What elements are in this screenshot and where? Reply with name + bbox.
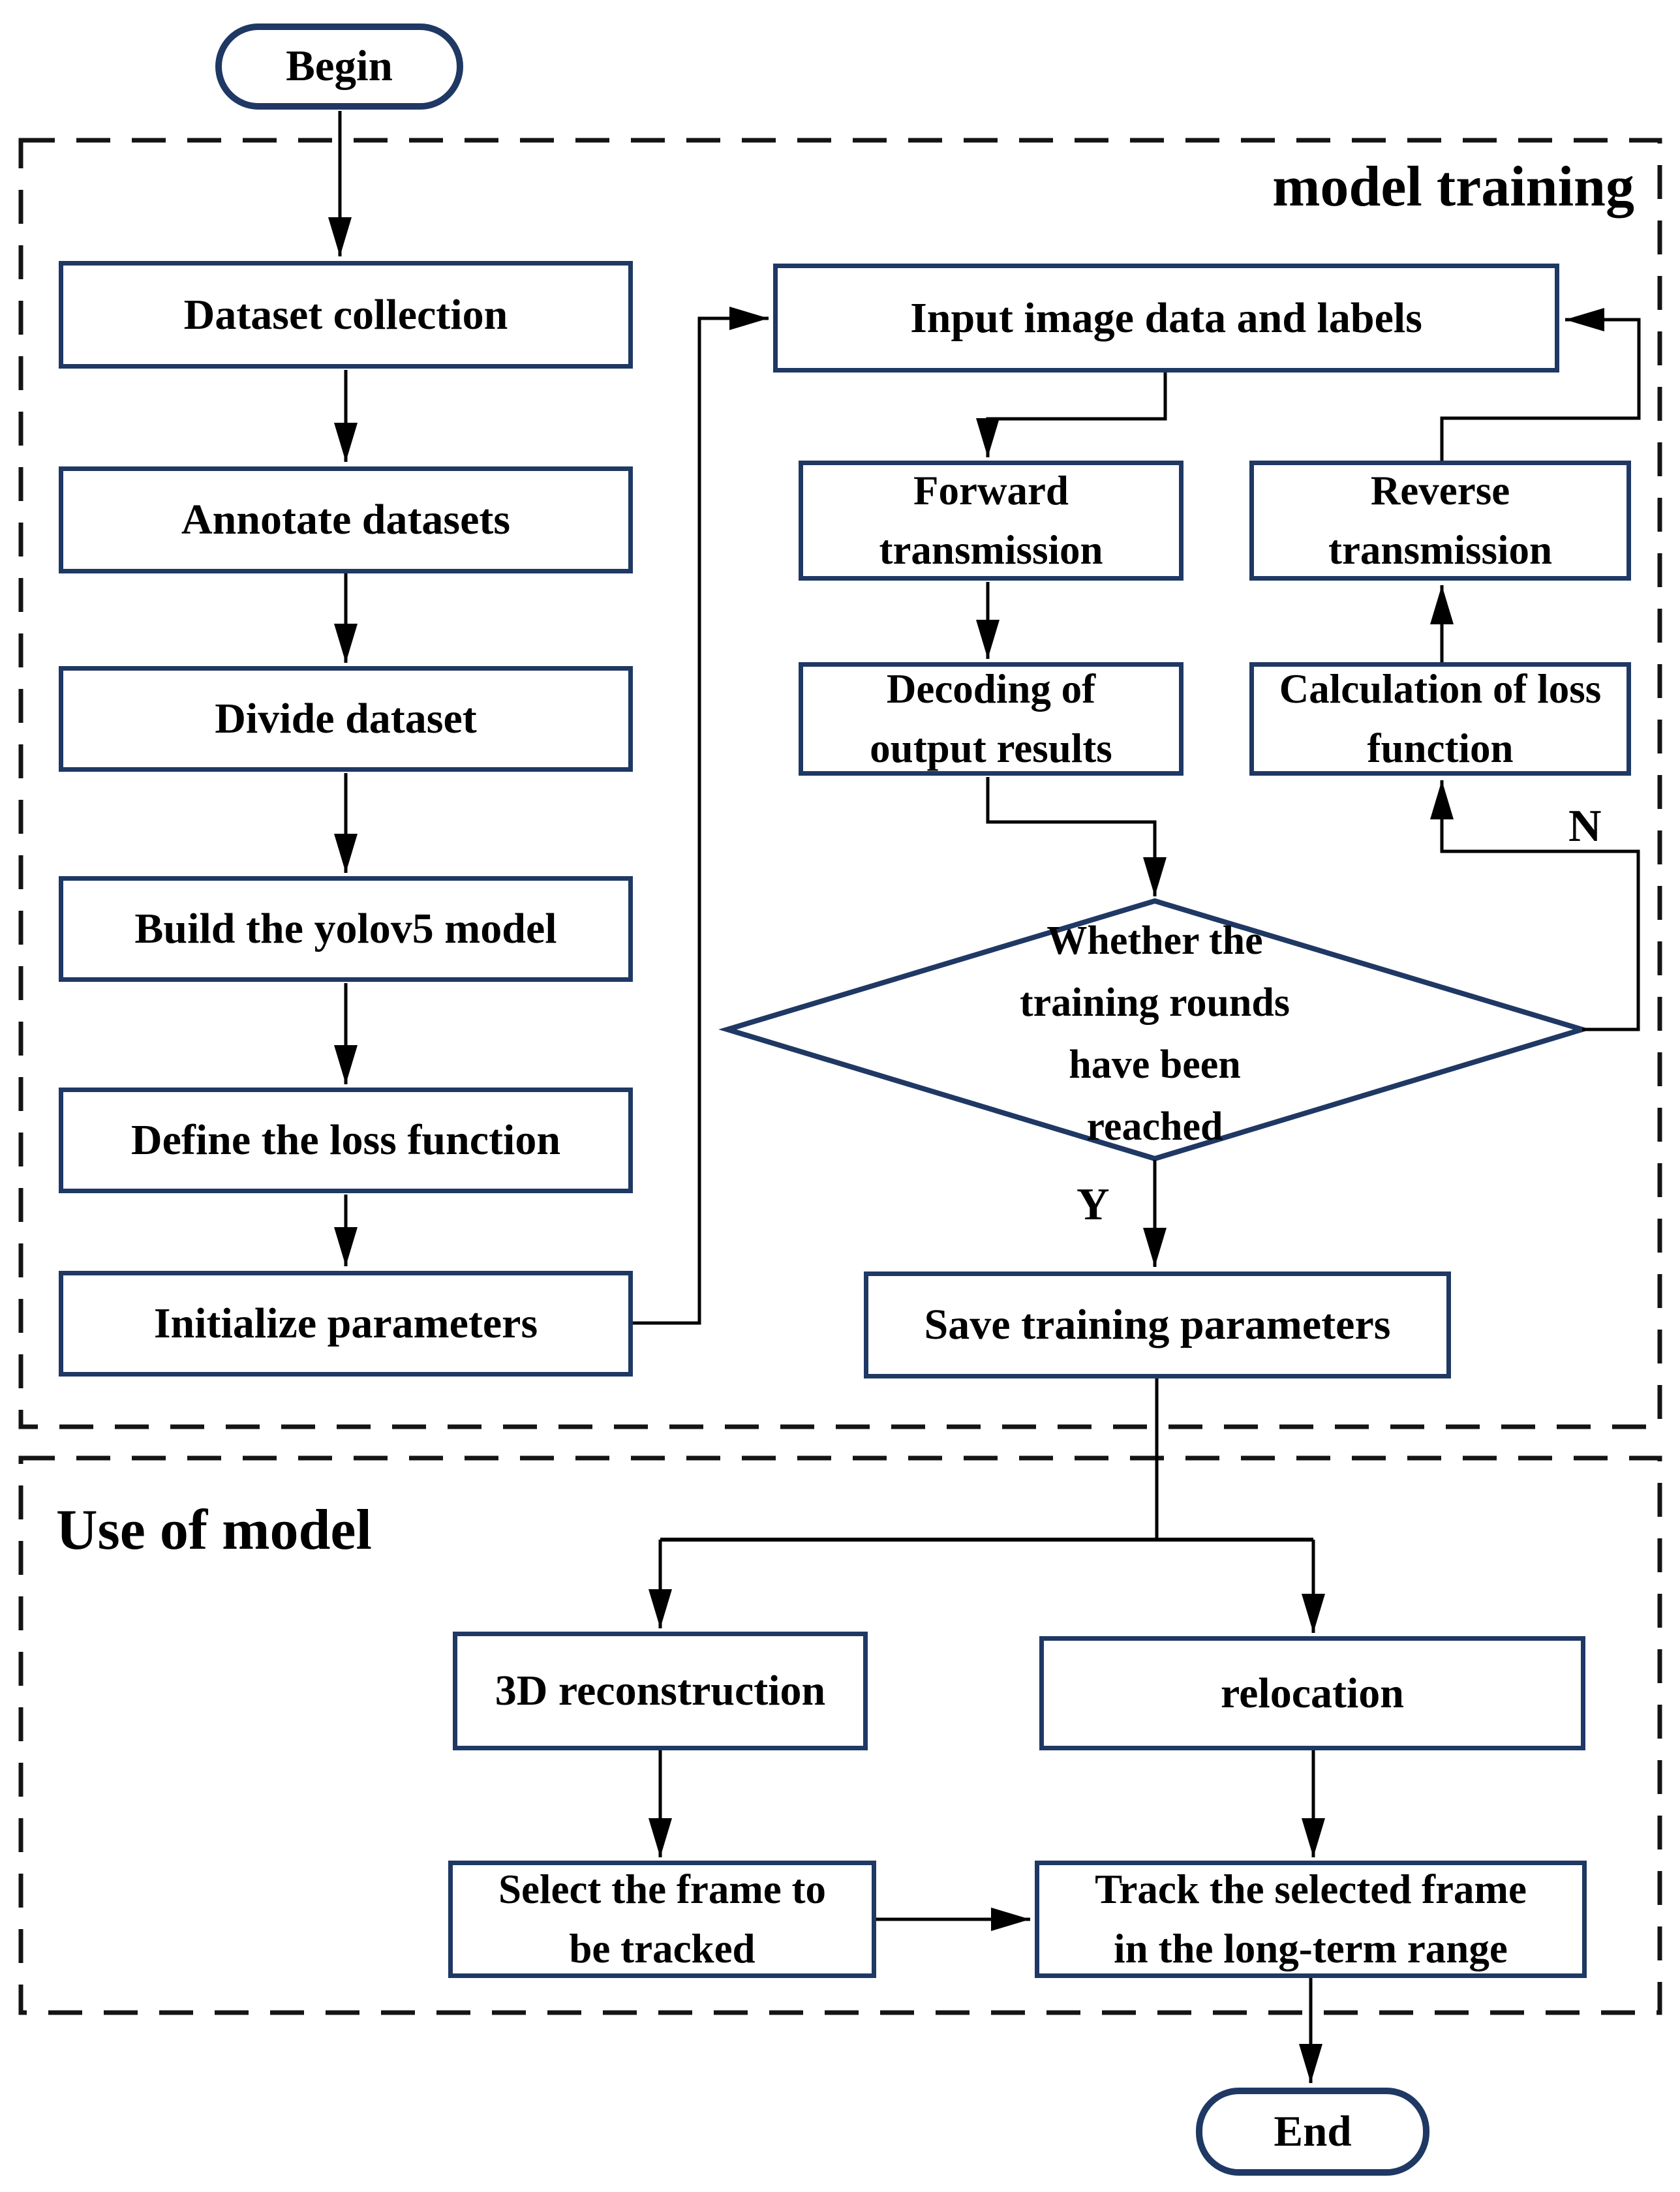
connector-input-to-forward — [976, 373, 1167, 457]
begin-terminal: Begin — [215, 23, 463, 110]
node-3d-reconstruction: 3D reconstruction — [453, 1632, 868, 1750]
connector-decoding-to-decision — [986, 777, 1167, 896]
model-training-section-label: model training — [1272, 155, 1634, 219]
node-input-image-data: Input image data and labels — [773, 264, 1559, 373]
branch-label-no: N — [1568, 801, 1602, 851]
node-dataset-collection: Dataset collection — [59, 261, 633, 369]
node-reverse-transmission: Reverse transmission — [1249, 461, 1631, 581]
end-terminal: End — [1196, 2088, 1429, 2176]
use-of-model-section-label: Use of model — [56, 1499, 372, 1562]
node-build-yolov5-model: Build the yolov5 model — [59, 876, 633, 982]
node-calculation-loss: Calculation of loss function — [1249, 662, 1631, 776]
connector-decision-no-to-calculation — [1430, 780, 1640, 1031]
node-forward-transmission: Forward transmission — [799, 461, 1184, 581]
node-relocation: relocation — [1039, 1636, 1585, 1750]
node-divide-dataset: Divide dataset — [59, 666, 633, 772]
node-track-frame: Track the selected frame in the long-ter… — [1035, 1861, 1587, 1978]
node-save-training-parameters: Save training parameters — [864, 1271, 1451, 1378]
node-decoding-output: Decoding of output results — [799, 662, 1184, 776]
connector-init-to-input — [633, 307, 769, 1325]
decision-diamond-shape — [718, 898, 1591, 1162]
node-annotate-datasets: Annotate datasets — [59, 466, 633, 573]
branch-label-yes: Y — [1077, 1180, 1110, 1230]
node-decision-text: Whether the training rounds have been re… — [1019, 919, 1291, 1149]
node-initialize-parameters: Initialize parameters — [59, 1271, 633, 1377]
connector-reverse-to-input — [1440, 308, 1641, 461]
model-training-section-border — [18, 138, 1662, 1429]
use-of-model-section-border — [18, 1455, 1662, 2015]
node-define-loss-function: Define the loss function — [59, 1088, 633, 1193]
node-select-frame: Select the frame to be tracked — [448, 1861, 876, 1978]
